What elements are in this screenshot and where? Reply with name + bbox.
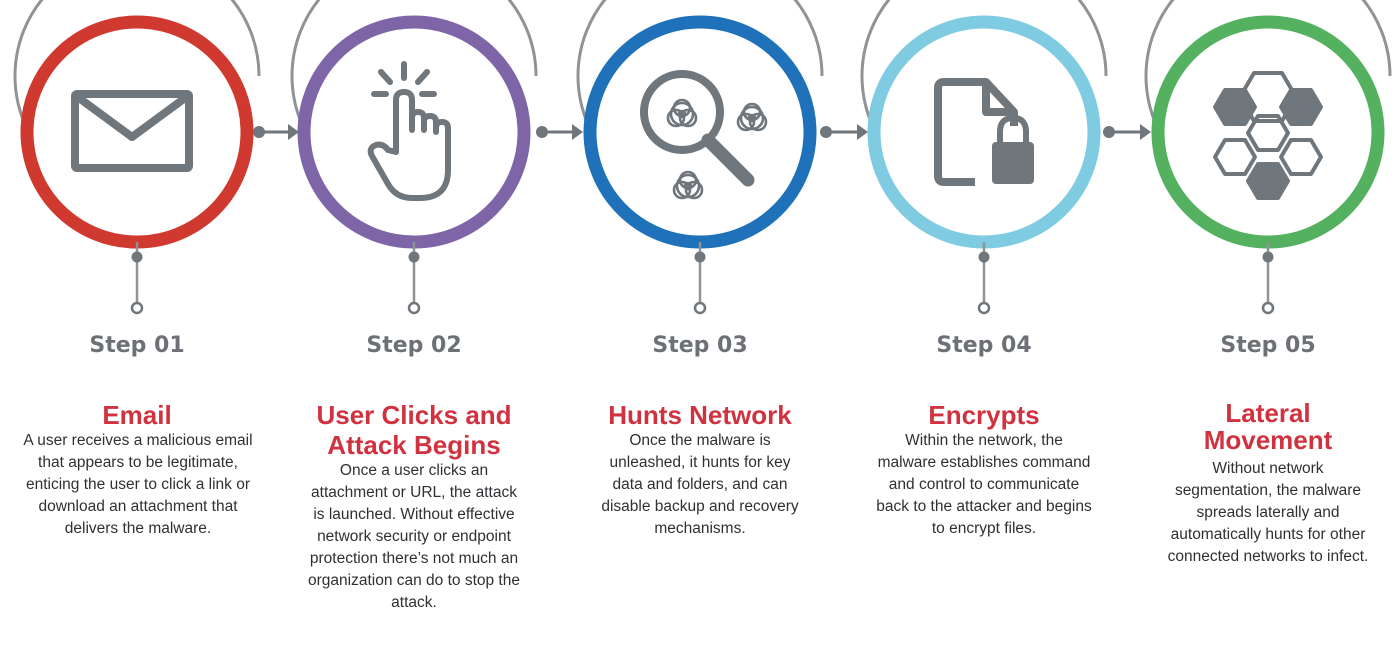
step-2-title: User Clicks and Attack Begins <box>316 400 512 460</box>
envelope-icon <box>71 90 193 172</box>
hexagon-network-icon <box>1213 71 1323 200</box>
magnifier-biohazard-icon <box>640 70 768 200</box>
step-5-connector-dot <box>1262 251 1274 263</box>
step-4-connector-dot <box>978 251 990 263</box>
step-1-label: Step 01 <box>89 333 185 358</box>
step-3-connector-end <box>693 301 707 315</box>
step-1-description: A user receives a malicious email that a… <box>23 432 253 537</box>
step-4-title: Encrypts <box>928 400 1040 430</box>
pointing-hand-icon <box>367 61 451 201</box>
arrow-4-to-5 <box>1103 124 1151 140</box>
step-2-description: Once a user clicks an attachment or URL,… <box>308 462 520 611</box>
step-3-label: Step 03 <box>652 333 748 358</box>
step-5-description: Without network segmentation, the malwar… <box>1167 460 1369 565</box>
step-5-color-ring <box>1151 15 1385 249</box>
step-1-node <box>13 0 261 315</box>
step-3-description: Once the malware is unleashed, it hunts … <box>601 432 799 537</box>
step-5-label: Step 05 <box>1220 333 1316 358</box>
step-4-color-ring <box>867 15 1101 249</box>
step-2-node <box>290 0 538 315</box>
step-3-title: Hunts Network <box>608 400 792 430</box>
step-1-connector-dot <box>131 251 143 263</box>
step-5-connector-end <box>1261 301 1275 315</box>
arrow-3-to-4 <box>820 124 868 140</box>
step-4-connector-end <box>977 301 991 315</box>
step-5-node <box>1144 0 1392 315</box>
step-3-color-ring <box>583 15 817 249</box>
arrow-1-to-2 <box>253 124 299 140</box>
step-4-label: Step 04 <box>936 333 1032 358</box>
step-4-description: Within the network, the malware establis… <box>876 432 1092 537</box>
step-2-connector-end <box>407 301 421 315</box>
step-2-connector-dot <box>408 251 420 263</box>
step-1-title: Email <box>102 400 172 430</box>
step-5-title: Lateral Movement <box>1203 398 1333 455</box>
step-4-node <box>860 0 1108 315</box>
step-3-node <box>576 0 824 315</box>
locked-file-icon <box>934 78 1034 186</box>
step-3-connector-dot <box>694 251 706 263</box>
arrow-2-to-3 <box>536 124 583 140</box>
step-2-label: Step 02 <box>366 333 462 358</box>
step-1-connector-end <box>130 301 144 315</box>
